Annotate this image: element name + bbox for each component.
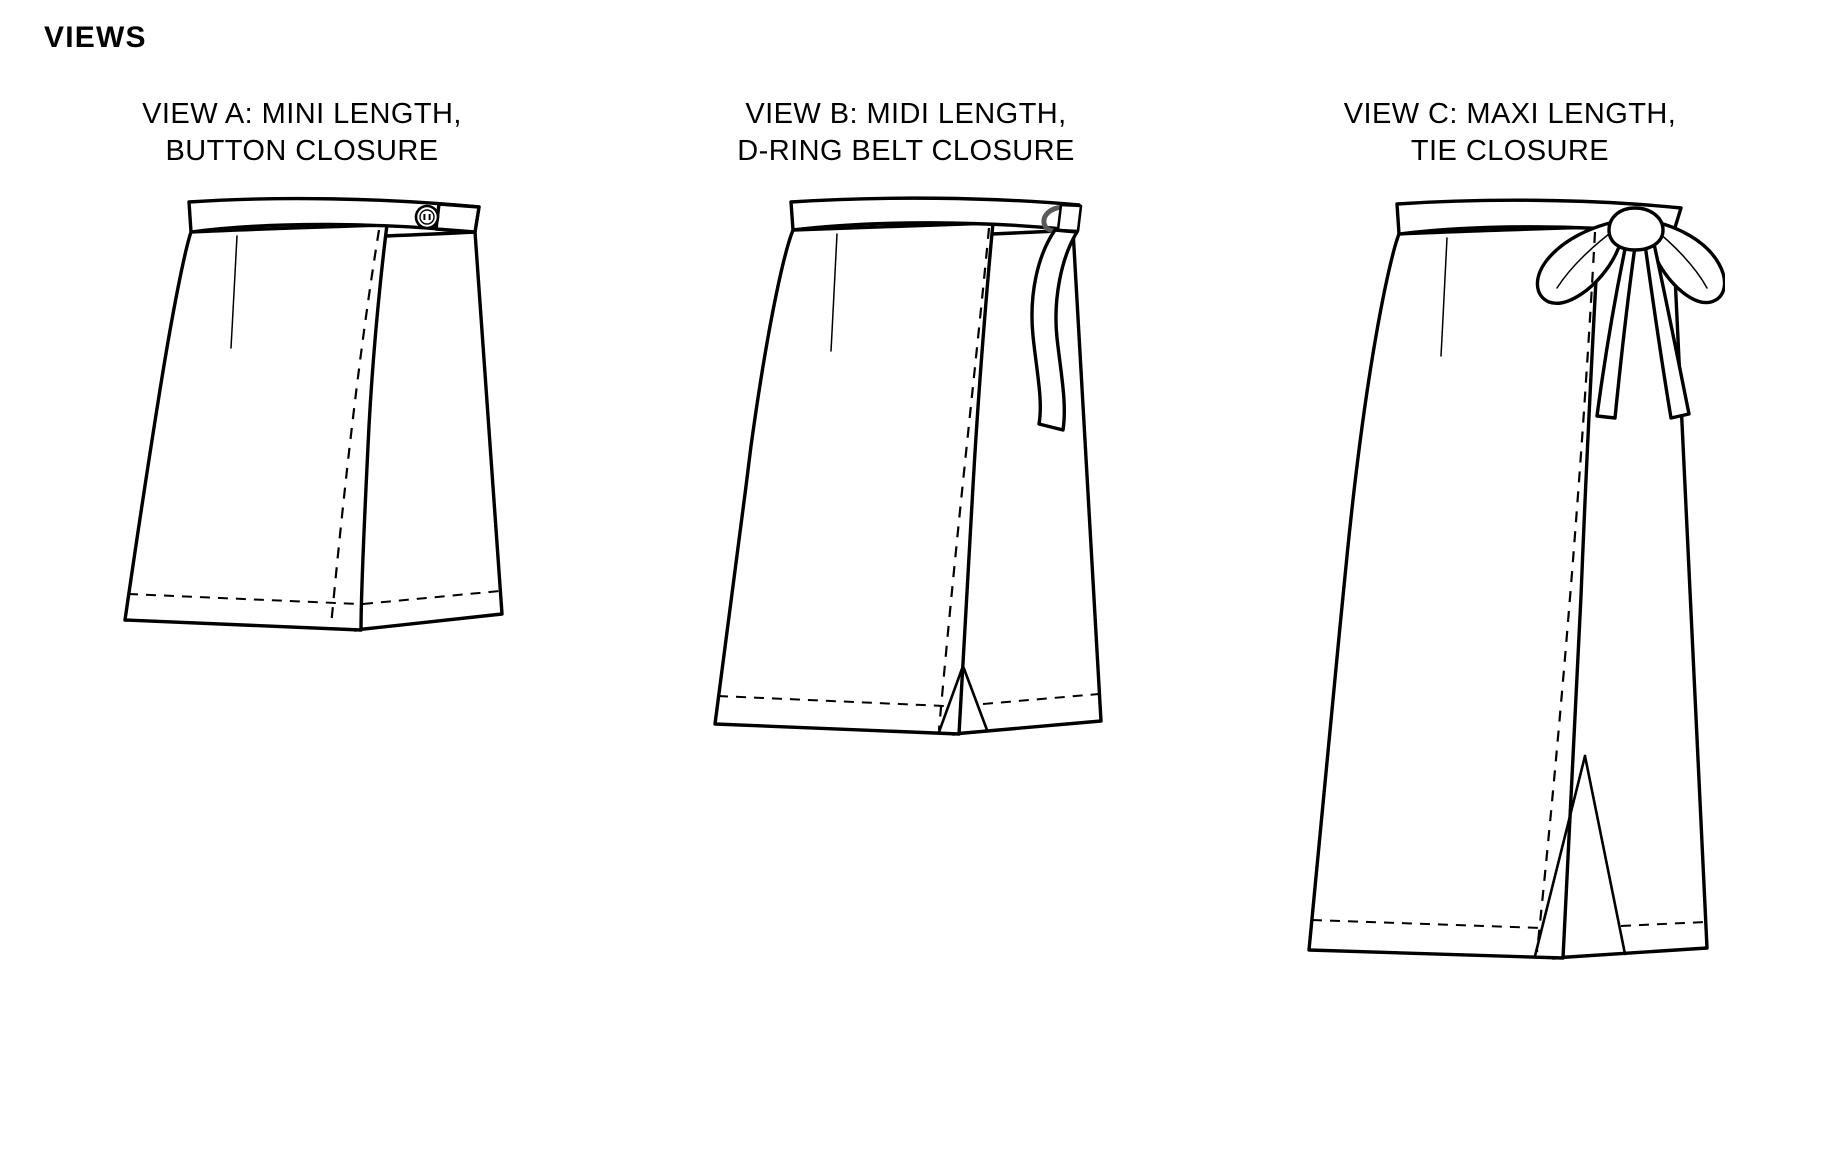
skirt-front-panel-c [1307,225,1601,960]
hem-stitch-line-a [127,593,360,606]
hem-stitch-line-c-under [1620,921,1706,928]
view-b-illustration [713,196,1103,736]
views-row: VIEW A: MINI LENGTH, BUTTON CLOSURE [0,96,1832,1016]
hem-edge-b [713,722,961,736]
button-icon [414,204,440,230]
skirt-front-panel-a [123,223,389,632]
wrap-overlap-line-c [1535,232,1597,953]
hem-stitch-line-a-under [362,590,501,606]
dart-a [230,235,238,349]
view-a-illustration [123,197,504,632]
belt-tail-b [1030,228,1079,432]
dart-b [830,233,838,352]
view-b-title: VIEW B: MIDI LENGTH, D-RING BELT CLOSURE [737,98,1075,168]
hem-stitch-line-b [717,695,946,708]
view-card-b: VIEW B: MIDI LENGTH, D-RING BELT CLOSURE [604,96,1208,796]
bow-tail-right-c [1641,228,1691,420]
bow-knot-c [1607,206,1665,252]
bow-loop-left-c [1535,218,1626,306]
view-a-title: VIEW A: MINI LENGTH, BUTTON CLOSURE [142,98,462,168]
hem-stitch-line-b-under [982,693,1100,706]
hem-stitch-line-c [1311,919,1542,930]
wrap-overlap-line-a [329,230,381,627]
front-slit-b [937,664,965,734]
view-c-illustration [1307,198,1725,960]
view-card-a: VIEW A: MINI LENGTH, BUTTON CLOSURE [0,96,604,676]
wrap-overlap-line-b [937,228,991,731]
front-slit-c [1533,754,1587,958]
bow-tail-left-c [1595,228,1639,420]
front-slit-edge-b [961,664,989,732]
hem-edge-c [1307,948,1565,960]
view-card-c: VIEW C: MAXI LENGTH, TIE CLOSURE [1208,96,1812,1016]
page-title: VIEWS [44,21,147,54]
view-c-title: VIEW C: MAXI LENGTH, TIE CLOSURE [1343,98,1677,168]
hem-edge-a [123,618,363,632]
front-slit-edge-c [1583,754,1627,956]
button-tab-a [434,202,481,234]
skirt-front-panel-b [713,221,995,736]
dart-c [1440,237,1448,357]
